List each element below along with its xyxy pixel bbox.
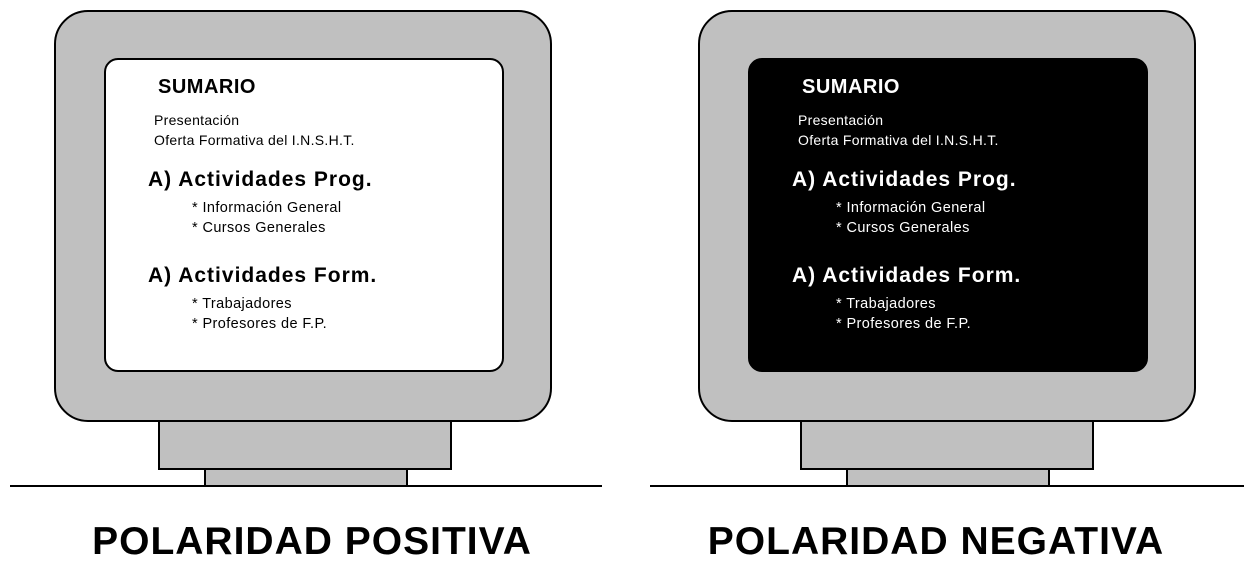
monitor-neck: [800, 420, 1094, 470]
monitor-bezel: SUMARIO Presentación Oferta Formativa de…: [54, 10, 552, 422]
screen-line-oferta: Oferta Formativa del I.N.S.H.T.: [798, 132, 999, 148]
negative-polarity-panel: SUMARIO Presentación Oferta Formativa de…: [624, 0, 1248, 568]
section-item: * Profesores de F.P.: [836, 316, 972, 332]
monitor-neck: [158, 420, 452, 470]
positive-polarity-panel: SUMARIO Presentación Oferta Formativa de…: [10, 10, 602, 563]
caption-negative: POLARIDAD NEGATIVA: [707, 520, 1165, 563]
desk-line: [650, 485, 1244, 487]
monitor-foot: [846, 468, 1050, 486]
screen-title: SUMARIO: [802, 76, 900, 98]
monitor-screen-negative: SUMARIO Presentación Oferta Formativa de…: [748, 58, 1148, 372]
section-item: * Profesores de F.P.: [192, 316, 328, 332]
section-heading-form: A) Actividades Form.: [148, 264, 378, 287]
section-heading-prog: A) Actividades Prog.: [148, 168, 373, 191]
section-item: * Trabajadores: [192, 296, 292, 312]
section-item: * Trabajadores: [836, 296, 936, 312]
screen-line-oferta: Oferta Formativa del I.N.S.H.T.: [154, 132, 355, 148]
section-item: * Cursos Generales: [192, 220, 326, 236]
screen-line-presentacion: Presentación: [798, 112, 884, 128]
monitor-screen-positive: SUMARIO Presentación Oferta Formativa de…: [104, 58, 504, 372]
monitor-foot: [204, 468, 408, 486]
monitor-bezel: SUMARIO Presentación Oferta Formativa de…: [698, 10, 1196, 422]
section-heading-prog: A) Actividades Prog.: [792, 168, 1017, 191]
section-item: * Información General: [836, 200, 986, 216]
screen-title: SUMARIO: [158, 76, 256, 98]
section-item: * Información General: [192, 200, 342, 216]
screen-line-presentacion: Presentación: [154, 112, 240, 128]
desk-line: [10, 485, 602, 487]
section-heading-form: A) Actividades Form.: [792, 264, 1022, 287]
caption-positive: POLARIDAD POSITIVA: [92, 520, 532, 563]
section-item: * Cursos Generales: [836, 220, 970, 236]
